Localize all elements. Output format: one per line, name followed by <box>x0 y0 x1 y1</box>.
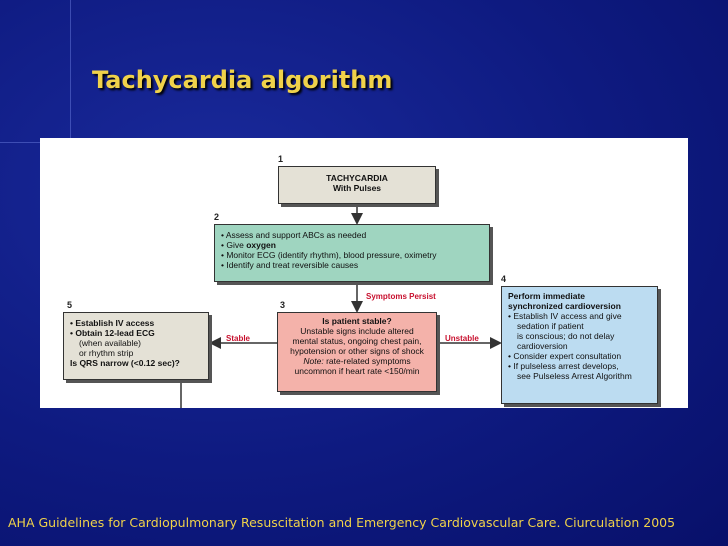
node-2-number: 2 <box>214 212 220 222</box>
node-2-item-2: • Give oxygen <box>221 240 276 250</box>
node-5-item-1: • Establish IV access <box>70 318 155 328</box>
node-3-heading: Is patient stable? <box>322 316 392 326</box>
node-4-item-3b: see Pulseless Arrest Algorithm <box>517 371 632 381</box>
node-3-number: 3 <box>280 300 286 310</box>
node-3-line1: Unstable signs include altered <box>300 326 414 336</box>
node-is-patient-stable: Is patient stable? Unstable signs includ… <box>277 312 437 392</box>
node-tachycardia: TACHYCARDIA With Pulses <box>278 166 436 204</box>
node-1-line2: With Pulses <box>332 183 382 193</box>
node-2-item-4: • Identify and treat reversible causes <box>221 260 359 270</box>
node-5-item-2c: or rhythm strip <box>79 348 134 358</box>
edge-label-unstable: Unstable <box>445 334 479 343</box>
node-4-item-1c: is conscious; do not delay <box>517 331 615 341</box>
node-5-item-2b: (when available) <box>79 338 141 348</box>
slide-title: Tachycardia algorithm <box>92 66 393 94</box>
edge-label-stable: Stable <box>226 334 251 343</box>
citation-footer: AHA Guidelines for Cardiopulmonary Resus… <box>8 515 676 530</box>
node-5-question: Is QRS narrow (<0.12 sec)? <box>70 358 180 368</box>
node-3-line2: mental status, ongoing chest pain, <box>292 336 422 346</box>
node-1-line1: TACHYCARDIA <box>326 173 388 183</box>
flowchart-panel: 1 TACHYCARDIA With Pulses 2 • Assess and… <box>40 138 688 408</box>
node-2-item-1: • Assess and support ABCs as needed <box>221 230 367 240</box>
node-3-note: Note: rate-related symptoms <box>303 356 411 366</box>
node-synchronized-cardioversion: Perform immediate synchronized cardiover… <box>501 286 658 404</box>
node-2-item-3: • Monitor ECG (identify rhythm), blood p… <box>221 250 437 260</box>
node-iv-access-ecg: • Establish IV access • Obtain 12-lead E… <box>63 312 209 380</box>
node-3-line3: hypotension or other signs of shock <box>290 346 424 356</box>
node-assess-support: • Assess and support ABCs as needed • Gi… <box>214 224 490 282</box>
node-4-item-3: • If pulseless arrest develops, <box>508 361 619 371</box>
connector-layer <box>180 206 502 408</box>
node-3-line5: uncommon if heart rate <150/min <box>294 366 420 376</box>
decorative-vertical-line <box>70 0 71 138</box>
node-4-heading2: synchronized cardioversion <box>508 301 621 311</box>
node-5-number: 5 <box>67 300 73 310</box>
node-5-item-2: • Obtain 12-lead ECG <box>70 328 155 338</box>
node-4-number: 4 <box>501 274 507 284</box>
node-4-item-2: • Consider expert consultation <box>508 351 622 361</box>
node-4-item-1: • Establish IV access and give <box>508 311 622 321</box>
edge-label-symptoms-persist: Symptoms Persist <box>366 292 436 301</box>
node-4-heading1: Perform immediate <box>508 291 585 301</box>
node-1-number: 1 <box>278 154 284 164</box>
node-4-item-1b: sedation if patient <box>517 321 584 331</box>
node-4-item-1d: cardioversion <box>517 341 568 351</box>
